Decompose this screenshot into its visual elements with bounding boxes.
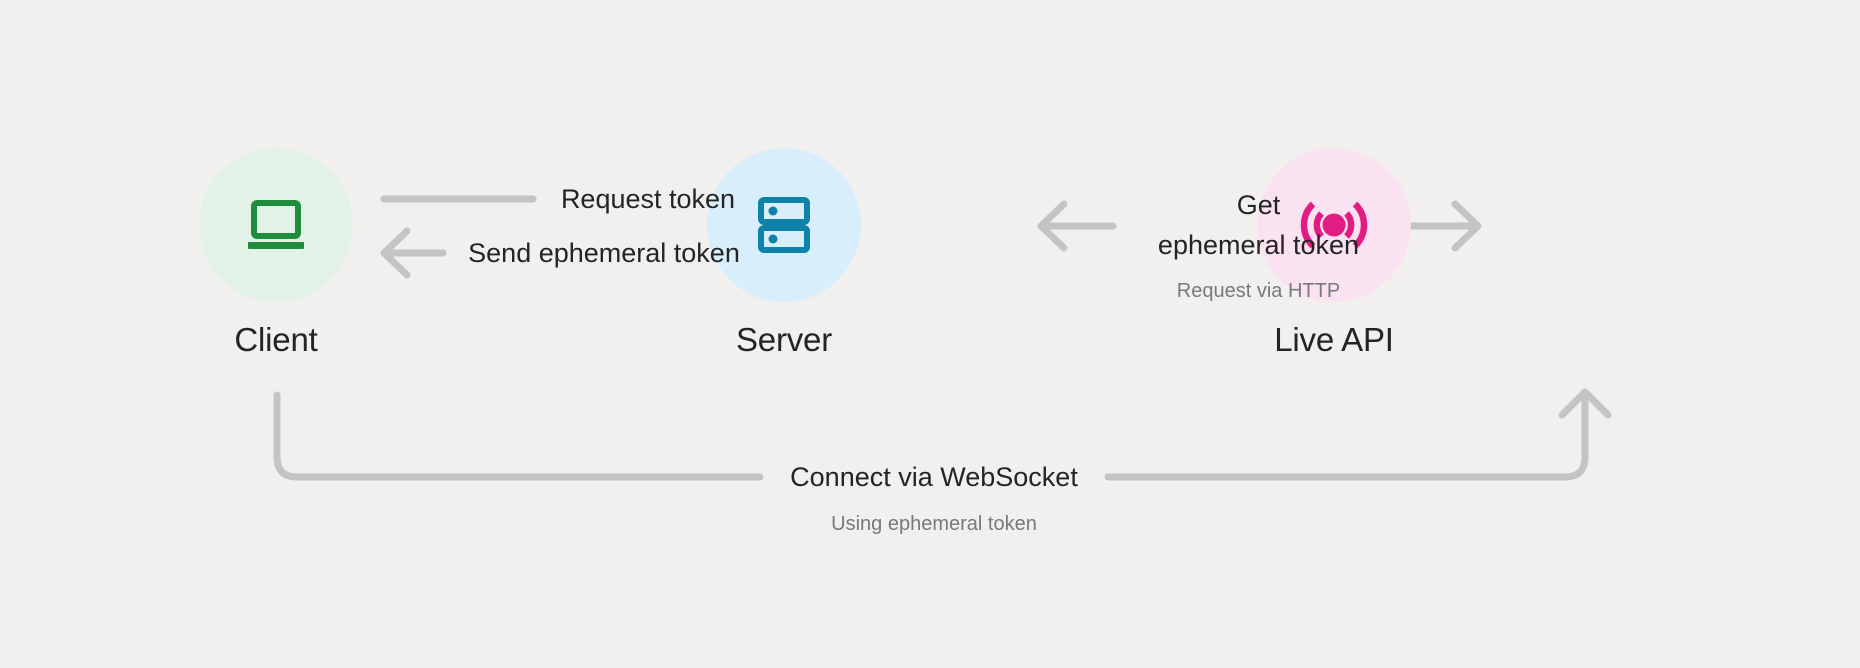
node-server[interactable]: Server <box>704 148 864 360</box>
server-rack-icon <box>758 197 810 253</box>
server-circle <box>707 148 861 302</box>
websocket-path-right <box>1104 388 1589 481</box>
node-client[interactable]: Client <box>196 148 356 360</box>
websocket-arrowhead <box>1558 388 1612 419</box>
laptop-icon <box>248 200 304 249</box>
node-live-api[interactable]: Live API <box>1254 148 1414 360</box>
edge-label-send-ephemeral-token: Send ephemeral token <box>468 238 740 268</box>
live-api-circle <box>1257 148 1411 302</box>
websocket-path-left <box>273 391 764 481</box>
broadcast-signal-icon <box>1300 201 1368 249</box>
edge-label-request-token: Request token <box>560 184 736 214</box>
node-label-live-api: Live API <box>1274 321 1394 358</box>
edge-sublabel-request-via-http: Request via HTTP <box>1176 280 1341 302</box>
edge-label-get-ephemeral-token-line2: ephemeral token <box>1157 230 1360 260</box>
get-token-arrow-right-head <box>1451 200 1482 252</box>
edge-sublabel-using-ephemeral-token: Using ephemeral token <box>831 513 1037 535</box>
send-token-arrowhead <box>380 227 411 279</box>
get-token-arrow-left-head <box>1037 200 1068 252</box>
edge-label-connect-via-websocket: Connect via WebSocket <box>790 462 1078 492</box>
edge-label-get-ephemeral-token-line1: Get <box>1236 190 1281 220</box>
client-circle <box>199 148 353 302</box>
node-label-server: Server <box>736 321 832 358</box>
node-label-client: Client <box>234 321 318 358</box>
